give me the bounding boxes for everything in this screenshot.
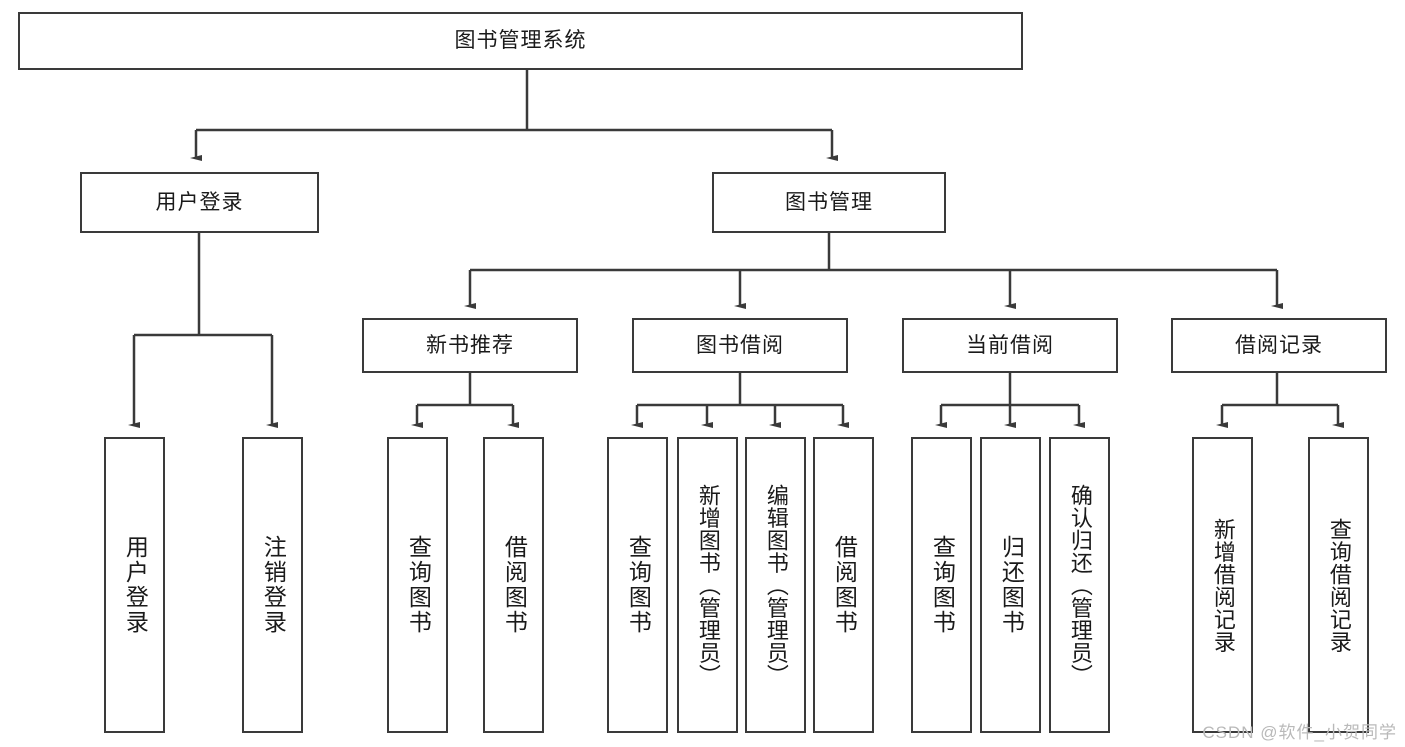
node-leaf-query-record-label: 查询借阅记录 [1326,517,1352,653]
node-book-manage[interactable]: 图书管理 [712,172,946,233]
node-leaf-query-book-3[interactable]: 查询图书 [911,437,972,733]
node-current-borrow-label: 当前借阅 [966,333,1054,357]
node-leaf-query-book-1[interactable]: 查询图书 [387,437,448,733]
node-leaf-edit-book-label: 编辑图书（管理员） [763,483,789,687]
node-leaf-return-book-label: 归还图书 [998,535,1025,635]
node-leaf-confirm-return-label: 确认归还（管理员） [1067,483,1093,687]
node-leaf-query-record[interactable]: 查询借阅记录 [1308,437,1369,733]
node-borrow-record[interactable]: 借阅记录 [1171,318,1387,373]
node-book-borrow[interactable]: 图书借阅 [632,318,848,373]
node-leaf-borrow-book-1[interactable]: 借阅图书 [483,437,544,733]
node-leaf-logout[interactable]: 注销登录 [242,437,303,733]
node-book-manage-label: 图书管理 [785,190,873,214]
node-leaf-query-book-2-label: 查询图书 [625,535,652,635]
node-leaf-edit-book[interactable]: 编辑图书（管理员） [745,437,806,733]
node-root[interactable]: 图书管理系统 [18,12,1023,70]
node-book-borrow-label: 图书借阅 [696,333,784,357]
node-leaf-add-book-label: 新增图书（管理员） [695,483,721,687]
node-borrow-record-label: 借阅记录 [1235,333,1323,357]
node-leaf-add-record[interactable]: 新增借阅记录 [1192,437,1253,733]
node-leaf-return-book[interactable]: 归还图书 [980,437,1041,733]
node-leaf-logout-label: 注销登录 [260,535,287,635]
node-leaf-add-book[interactable]: 新增图书（管理员） [677,437,738,733]
node-leaf-borrow-book-2-label: 借阅图书 [831,535,858,635]
node-current-borrow[interactable]: 当前借阅 [902,318,1118,373]
node-leaf-add-record-label: 新增借阅记录 [1210,517,1236,653]
node-new-book-rec[interactable]: 新书推荐 [362,318,578,373]
node-leaf-query-book-2[interactable]: 查询图书 [607,437,668,733]
node-root-label: 图书管理系统 [454,29,587,53]
node-new-book-rec-label: 新书推荐 [426,333,514,357]
node-leaf-borrow-book-2[interactable]: 借阅图书 [813,437,874,733]
node-leaf-user-login-label: 用户登录 [122,535,149,635]
node-leaf-query-book-1-label: 查询图书 [405,535,432,635]
node-leaf-borrow-book-1-label: 借阅图书 [501,535,528,635]
node-leaf-confirm-return[interactable]: 确认归还（管理员） [1049,437,1110,733]
node-user-login[interactable]: 用户登录 [80,172,319,233]
node-user-login-label: 用户登录 [155,190,244,214]
watermark: CSDN @软件_小贺同学 [1202,723,1397,742]
node-leaf-user-login[interactable]: 用户登录 [104,437,165,733]
node-leaf-query-book-3-label: 查询图书 [929,535,956,635]
